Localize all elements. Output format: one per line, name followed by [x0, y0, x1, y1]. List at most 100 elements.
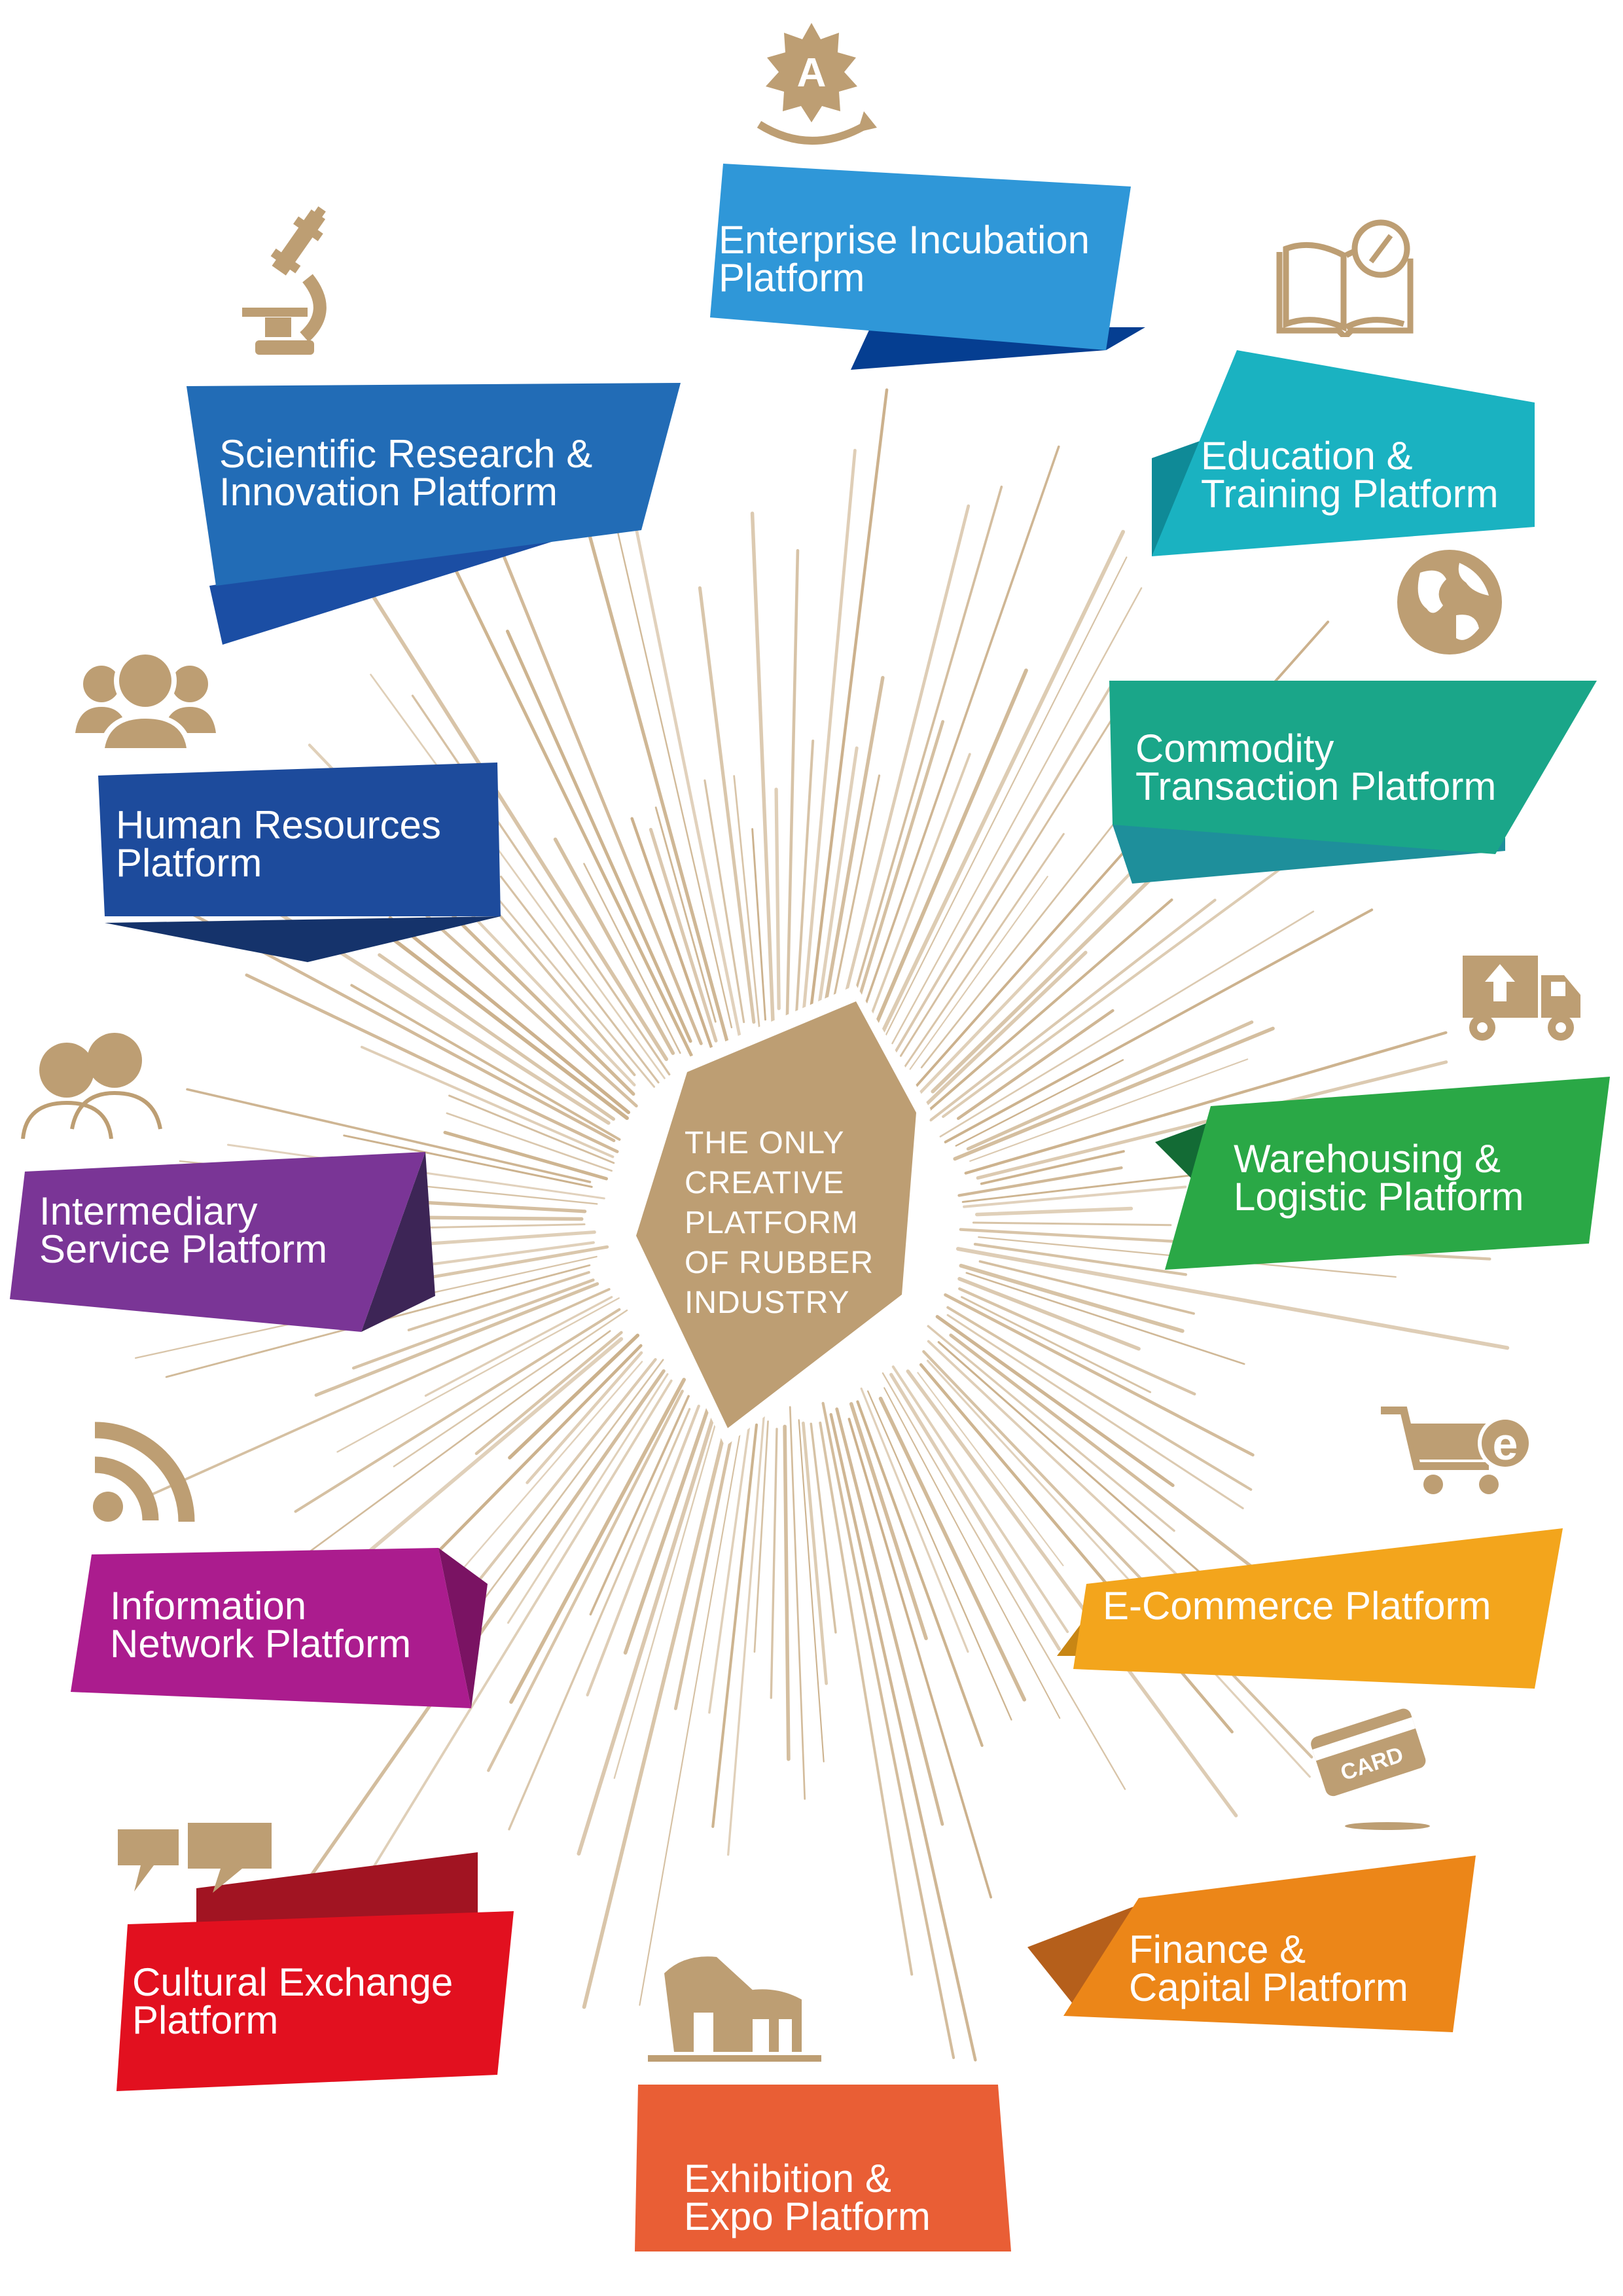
sunburst-ray	[245, 973, 619, 1153]
sunburst-ray	[807, 388, 889, 1031]
sunburst-ray	[382, 930, 629, 1121]
sunburst-ray	[903, 833, 1065, 1068]
sunburst-ray	[942, 848, 1308, 1119]
sunburst-ray	[946, 1314, 1244, 1510]
speech-bubbles-icon	[118, 1823, 272, 1893]
credit-card-icon: CARD	[1311, 1708, 1430, 1830]
sunburst-ray	[770, 1427, 778, 1699]
sunburst-ray	[751, 828, 766, 1021]
sunburst-ray	[958, 1287, 1196, 1396]
sunburst-ray	[963, 1185, 1187, 1208]
book-clock-icon	[1276, 219, 1414, 337]
hub-line-5: INDUSTRY	[685, 1285, 850, 1320]
sunburst-ray	[577, 1411, 717, 1856]
award-icon: A	[757, 23, 877, 145]
sunburst-ray	[956, 1009, 1115, 1121]
svg-text:A: A	[797, 50, 827, 96]
label-exhibition: Exhibition &Expo Platform	[684, 2157, 931, 2238]
sunburst-ray	[314, 1282, 599, 1397]
sunburst-ray	[474, 486, 703, 1045]
sunburst-ray	[926, 1359, 1311, 1778]
sunburst-ray	[446, 1112, 613, 1172]
sunburst-ray	[966, 1020, 1254, 1151]
sunburst-ray	[553, 837, 675, 1055]
shopping-cart-icon: e	[1381, 1407, 1533, 1494]
sunburst-ray	[443, 1130, 609, 1181]
sunburst-ray	[142, 1287, 611, 1499]
sunburst-ray	[378, 953, 616, 1121]
sunburst-ray	[917, 1372, 1064, 1566]
sunburst-ray	[509, 1378, 687, 1704]
sunburst-ray	[965, 1272, 1245, 1365]
sunburst-ray	[654, 806, 717, 1023]
svg-text:e: e	[1493, 1418, 1518, 1469]
sunburst-ray	[673, 1408, 739, 1710]
sunburst-ray	[955, 1059, 1124, 1147]
sunburst-ray	[955, 1247, 1510, 1350]
banner-scientific	[187, 383, 681, 586]
sunburst-ray	[973, 1242, 1188, 1276]
sunburst-ray	[302, 1369, 666, 1887]
sunburst-ray	[789, 1406, 806, 1800]
sunburst-ray	[620, 456, 741, 1039]
sunburst-ray	[969, 1058, 1249, 1162]
banner-exhibition	[635, 2085, 1011, 2251]
sunburst-ray	[623, 1398, 713, 1655]
truck-icon	[1463, 956, 1580, 1041]
center-hub-fill	[636, 1001, 916, 1428]
banner-cultural	[116, 1911, 514, 2091]
sunburst-ray	[891, 587, 1143, 1045]
sunburst-ray	[567, 459, 729, 1043]
label-ecommerce: E-Commerce Platform	[1103, 1584, 1491, 1628]
sunburst-ray	[505, 630, 692, 1043]
people-group-icon	[75, 649, 216, 749]
banner-ecommerce	[1073, 1528, 1563, 1689]
banner-fold-scientific	[209, 514, 641, 645]
sunburst-ray	[821, 1401, 955, 2059]
sunburst-ray	[711, 1423, 758, 1828]
hub-line-2: CREATIVE	[685, 1166, 845, 1200]
sunburst-ray	[842, 485, 1003, 1033]
sunburst-ray	[294, 1308, 621, 1513]
sunburst-ray	[704, 779, 745, 1024]
sunburst-ray	[487, 1390, 684, 1772]
sunburst-ray	[927, 1325, 1175, 1532]
sunburst-ray	[920, 783, 1147, 1069]
sunburst-ray	[961, 1296, 1152, 1393]
sunburst-ray	[816, 746, 859, 1015]
sunburst-ray	[639, 1421, 743, 2006]
sunburst-ray	[925, 950, 1088, 1106]
sunburst-ray	[363, 583, 669, 1062]
banner-commodity	[1109, 681, 1597, 854]
sunburst-ray	[343, 1134, 593, 1188]
sunburst-ray	[186, 1088, 592, 1183]
banner-fold-intermediary	[361, 1152, 435, 1332]
sunburst-ray	[972, 1221, 1172, 1227]
sunburst-ray	[909, 876, 1048, 1070]
sunburst-ray	[445, 550, 693, 1057]
sunburst-ray	[820, 675, 885, 1026]
sunburst-ray	[750, 511, 775, 1026]
sunburst-ray	[957, 1166, 1123, 1197]
sunburst-ray	[497, 913, 636, 1077]
sunburst-ray	[837, 504, 971, 1024]
sunburst-ray	[847, 1418, 993, 1899]
sunburst-ray	[878, 1397, 1027, 1702]
sunburst-ray	[882, 1372, 1126, 1790]
sunburst-ray	[630, 817, 714, 1052]
sunburst-ray	[939, 910, 1315, 1138]
sunburst-ray	[508, 1333, 640, 1460]
sunburst-ray	[424, 1296, 613, 1397]
sunburst-ray	[499, 875, 660, 1084]
sunburst-ray	[698, 586, 756, 1024]
banner-fold-cultural	[196, 1852, 478, 1924]
sunburst-ray	[368, 1379, 673, 1876]
sunburst-ray	[891, 1365, 1069, 1634]
